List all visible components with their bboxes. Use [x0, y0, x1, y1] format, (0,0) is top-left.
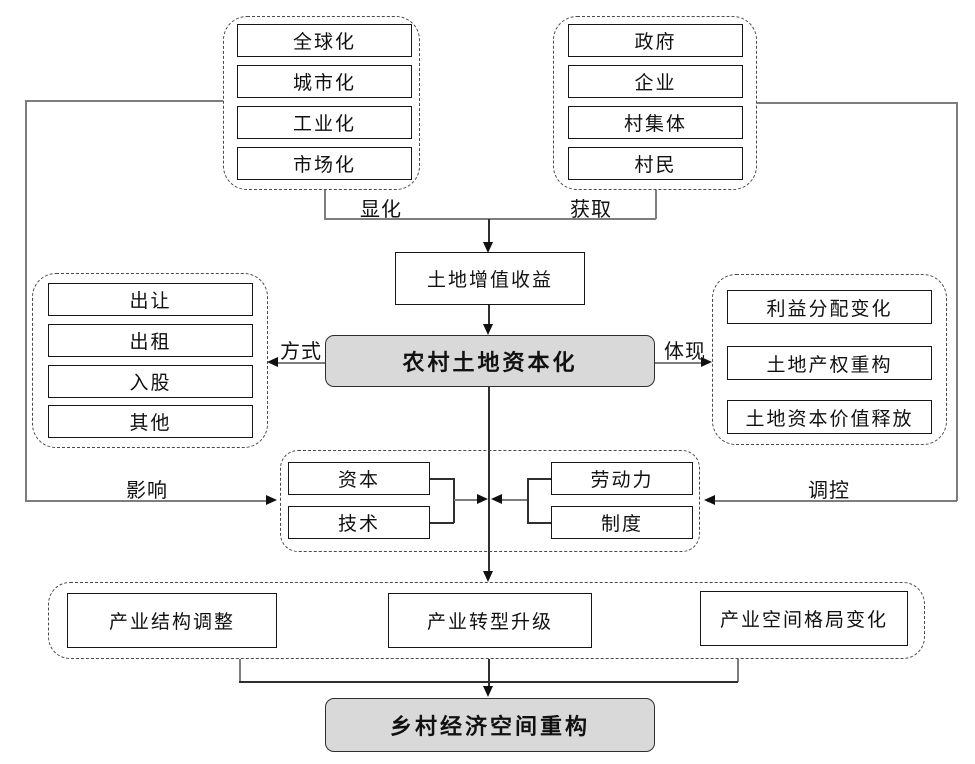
container-embodiments	[712, 274, 947, 445]
arrowhead-to-final	[483, 686, 493, 697]
node-enterprise: 企业	[568, 65, 743, 98]
connector-industry-drop-right	[737, 659, 739, 682]
arrowhead-influence	[266, 495, 277, 505]
connector-acquisition-drop	[655, 190, 657, 219]
node-benefit-distribution-change: 利益分配变化	[727, 290, 932, 324]
arrowhead-embodiment	[701, 357, 712, 367]
connector-funnel-horizontal	[324, 218, 656, 220]
node-shareholding: 入股	[48, 365, 253, 398]
connector-outer-right-top	[757, 102, 957, 104]
connector-mode-line	[277, 362, 325, 364]
connector-lbracket-vertical	[453, 478, 455, 523]
node-lease: 出租	[48, 324, 253, 357]
node-capital: 资本	[288, 462, 430, 495]
connector-industry-drop-left	[239, 659, 241, 682]
connector-outer-left-top	[25, 100, 223, 102]
connector-manifestation-drop	[324, 190, 326, 219]
connector-rbracket-top	[527, 478, 551, 480]
connector-lbracket-top	[430, 478, 454, 480]
connector-to-final	[488, 659, 490, 687]
node-globalization: 全球化	[237, 24, 412, 57]
container-modes	[32, 273, 268, 448]
node-transfer: 出让	[48, 283, 253, 316]
connector-influence-line	[25, 500, 267, 502]
arrowhead-regulation	[704, 495, 715, 505]
node-industrial-spatial-pattern-change: 产业空间格局变化	[700, 591, 908, 646]
connector-rbracket-bottom	[527, 522, 551, 524]
label-regulation: 调控	[808, 480, 850, 502]
node-land-capital-value-release: 土地资本价值释放	[727, 400, 932, 434]
connector-embodiment-line	[655, 362, 702, 364]
connector-outer-left-vertical	[25, 100, 27, 501]
arrowhead-mode	[267, 357, 278, 367]
label-influence: 影响	[126, 480, 168, 502]
container-industry	[48, 582, 925, 659]
label-acquisition: 获取	[570, 199, 612, 221]
connector-to-land-value	[488, 219, 490, 244]
connector-lbracket-bottom	[430, 522, 454, 524]
label-mode: 方式	[280, 341, 322, 363]
container-actors	[553, 16, 757, 190]
node-institution: 制度	[551, 506, 693, 539]
node-villagers: 村民	[568, 147, 743, 180]
node-land-value-income: 土地增值收益	[395, 252, 585, 305]
node-technology: 技术	[288, 506, 430, 539]
node-industrial-transformation-upgrade: 产业转型升级	[388, 593, 592, 648]
connector-rfactor-arrow	[501, 499, 527, 501]
node-industrial-structure-adjustment: 产业结构调整	[67, 593, 277, 648]
arrowhead-to-land-value	[483, 242, 493, 253]
container-factors	[280, 450, 700, 552]
arrowhead-to-industry	[483, 571, 493, 582]
node-land-property-rights-restructuring: 土地产权重构	[727, 346, 932, 380]
label-embodiment: 体现	[664, 341, 706, 363]
node-labor: 劳动力	[551, 462, 693, 495]
connector-rbracket-vertical	[527, 478, 529, 523]
connector-outer-right-vertical	[956, 102, 958, 501]
arrowhead-to-central	[483, 324, 493, 335]
arrowhead-rfactor	[491, 494, 502, 504]
connector-to-central	[488, 305, 490, 326]
node-government: 政府	[568, 24, 743, 57]
container-drivers	[223, 16, 420, 190]
arrowhead-lfactor	[477, 494, 488, 504]
node-urbanization: 城市化	[237, 65, 412, 98]
node-industrialization: 工业化	[237, 106, 412, 139]
node-village-collective: 村集体	[568, 106, 743, 139]
node-marketization: 市场化	[237, 147, 412, 180]
node-rural-land-capitalization: 农村土地资本化	[325, 335, 655, 387]
connector-central-spine	[488, 387, 490, 572]
label-manifestation: 显化	[360, 199, 402, 221]
node-other: 其他	[48, 405, 253, 438]
connector-regulation-line	[707, 500, 957, 502]
connector-lfactor-arrow	[454, 499, 479, 501]
node-rural-economic-space-restructuring: 乡村经济空间重构	[325, 698, 655, 752]
